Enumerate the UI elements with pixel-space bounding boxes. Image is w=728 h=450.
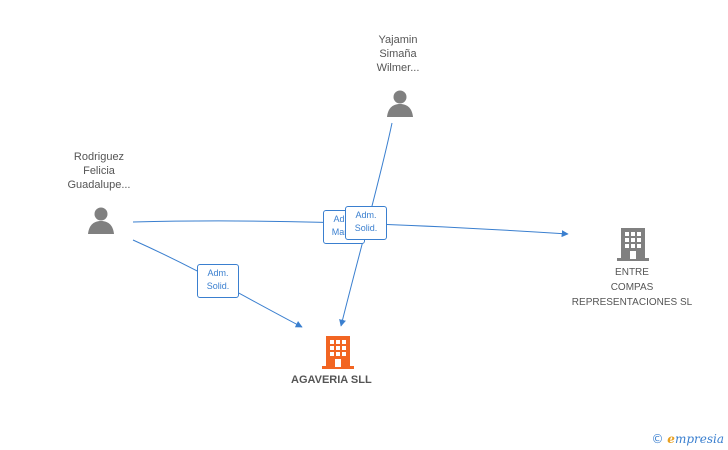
- company-name-line: COMPAS: [610, 282, 654, 293]
- edge-label-line: Adm.: [355, 210, 377, 220]
- company-label-main[interactable]: AGAVERIA SLL: [291, 374, 372, 386]
- brand-name: mpresia: [674, 432, 724, 446]
- person-icon[interactable]: [385, 88, 415, 118]
- person-name-line: Felicia: [83, 165, 115, 177]
- edge-label-line: Manc.: [331, 227, 357, 237]
- company-name-line: ENTRE: [615, 267, 649, 278]
- edge-label-line: Adm.: [333, 214, 355, 224]
- company-label-other[interactable]: ENTRE COMPAS REPRESENTACIONES SL: [562, 265, 702, 310]
- person-name-line: Guadalupe...: [67, 179, 131, 191]
- brand-logo: © empresia: [651, 432, 724, 446]
- person-name-line: Simaña: [379, 48, 417, 60]
- edge-label-p1-to-other[interactable]: Adm. Solid.: [345, 206, 387, 240]
- person-label-yajamin[interactable]: Yajamin Simaña Wilmer...: [350, 33, 446, 75]
- person-name-line: Yajamin: [378, 34, 418, 46]
- copyright-symbol: ©: [651, 432, 664, 446]
- edge-label-line: Solid.: [206, 281, 230, 291]
- person-name-line: Wilmer...: [376, 62, 420, 74]
- edge-label-p2-to-main[interactable]: Adm. Solid.: [197, 264, 239, 298]
- person-icon[interactable]: [86, 205, 116, 235]
- brand-initial: e: [667, 432, 675, 446]
- person-label-rodriguez[interactable]: Rodriguez Felicia Guadalupe...: [50, 150, 148, 192]
- building-icon[interactable]: [322, 334, 354, 370]
- company-name-line: REPRESENTACIONES SL: [571, 297, 693, 308]
- edge-label-line: Solid.: [354, 223, 378, 233]
- person-name-line: Rodriguez: [73, 151, 125, 163]
- edge-label-line: Adm.: [207, 268, 229, 278]
- building-icon[interactable]: [617, 226, 649, 262]
